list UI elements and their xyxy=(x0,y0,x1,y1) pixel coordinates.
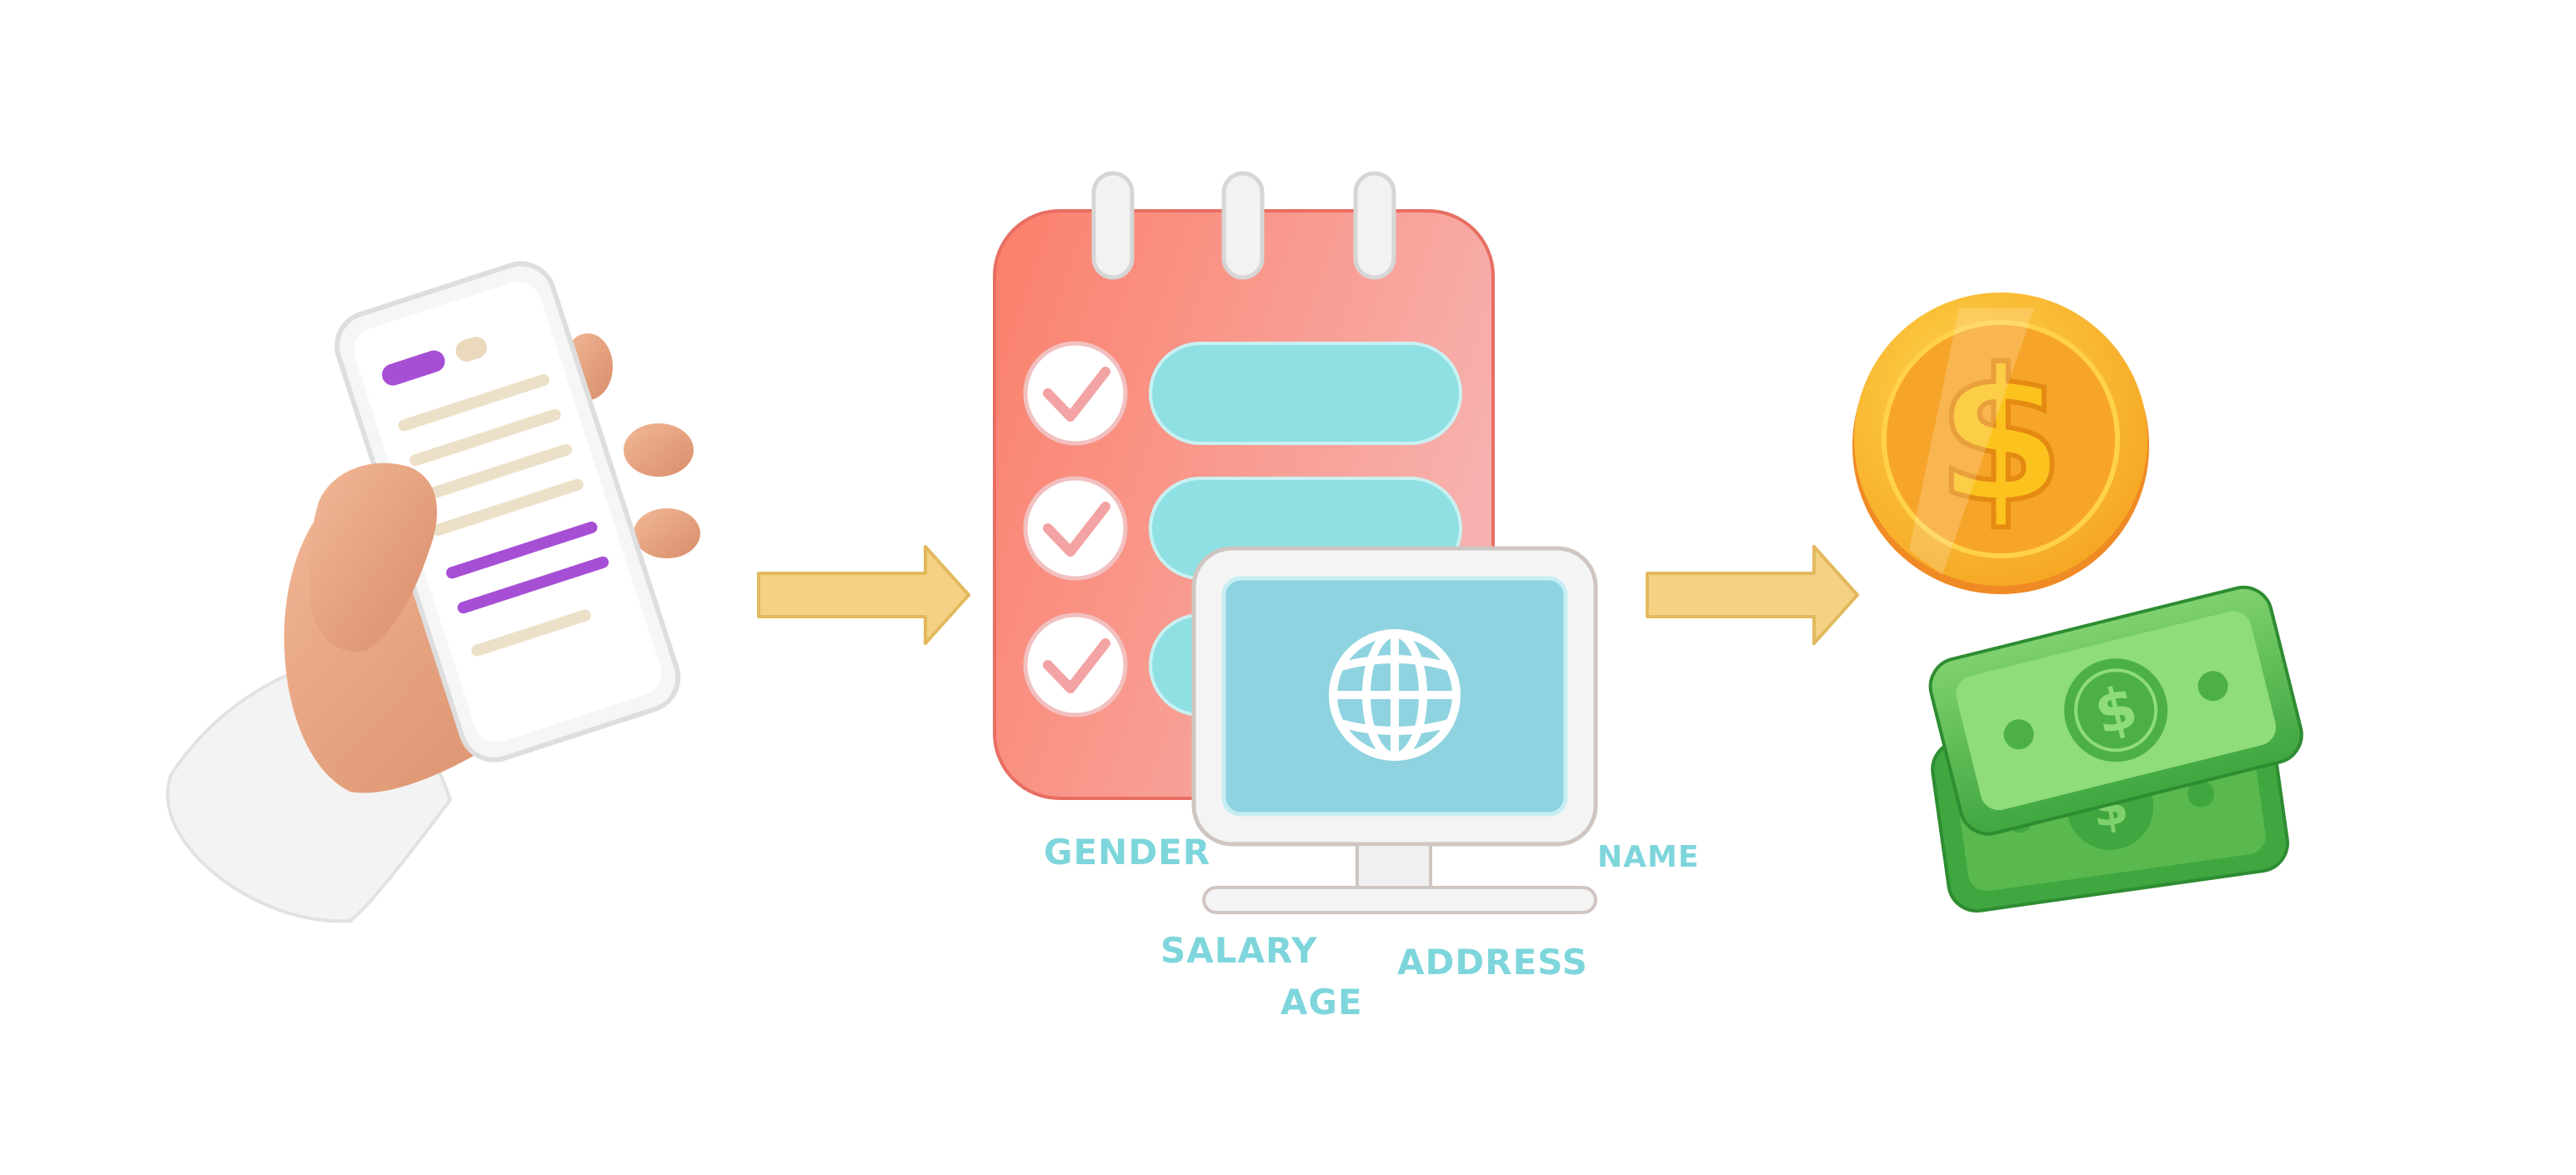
binder-ring xyxy=(1091,171,1135,280)
hand-holding-phone-icon xyxy=(166,261,700,923)
arrow-right-icon xyxy=(757,545,970,645)
phone-line xyxy=(398,374,550,432)
phone-line xyxy=(409,408,561,467)
check-circle xyxy=(1023,612,1128,718)
globe-icon xyxy=(1329,629,1461,761)
monitor-neck xyxy=(1356,842,1432,892)
svg-text:$: $ xyxy=(1937,330,2064,543)
check-circle xyxy=(1023,476,1128,581)
check-mark-icon xyxy=(1043,367,1110,422)
phone-line xyxy=(471,609,591,657)
finger xyxy=(634,508,700,558)
phone xyxy=(334,261,681,762)
check-mark-icon xyxy=(1043,638,1110,693)
binder-ring xyxy=(1353,171,1396,280)
cash-bill: $ xyxy=(1928,585,2303,836)
check-circle xyxy=(1023,341,1128,446)
form-field-bar xyxy=(1149,342,1462,445)
finger xyxy=(624,423,694,477)
check-mark-icon xyxy=(1043,502,1110,557)
phone-line-highlight xyxy=(446,521,598,579)
arrow-right-icon xyxy=(1646,545,1859,645)
phone-line-highlight xyxy=(457,556,609,614)
phone-line xyxy=(420,443,573,502)
thumb xyxy=(309,462,438,652)
dollar-coin: $ xyxy=(1852,292,2149,594)
computer-globe-icon xyxy=(1191,546,1598,914)
monitor-base xyxy=(1202,886,1597,914)
phone-line xyxy=(432,478,584,536)
phone-tag-pill xyxy=(455,337,488,362)
coin-and-cash-icon: $ $ $ xyxy=(1852,292,2303,913)
binder-ring xyxy=(1221,171,1265,280)
phone-accent-pill xyxy=(382,350,445,386)
